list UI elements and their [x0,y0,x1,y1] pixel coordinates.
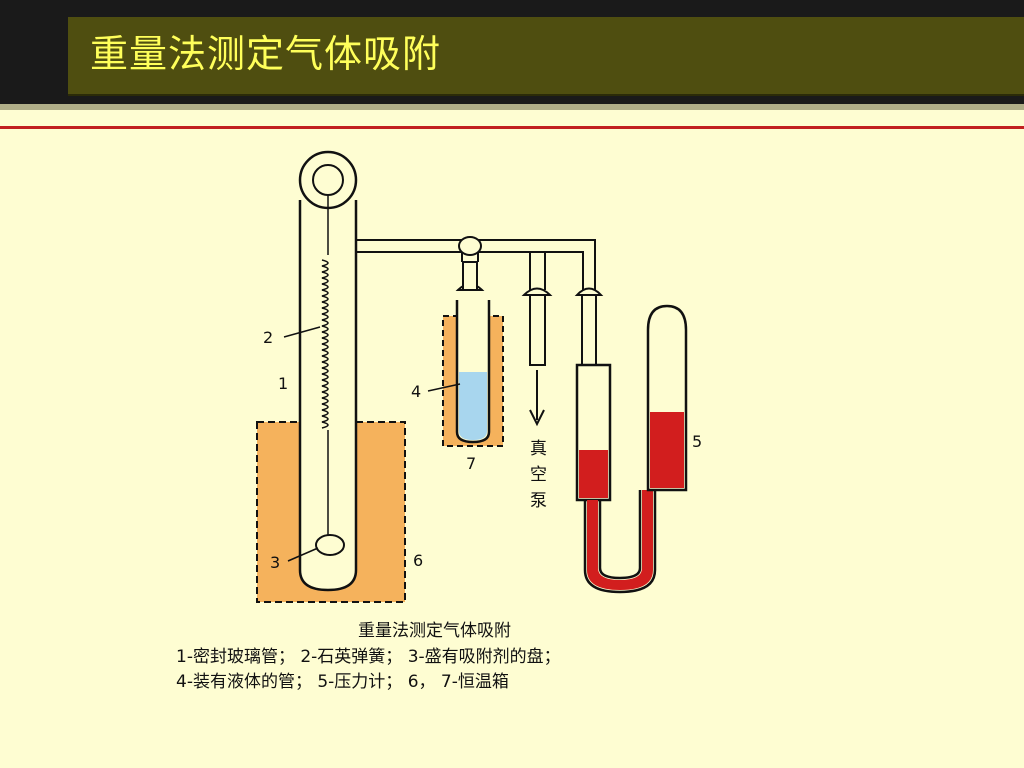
caption-line-2: 4-装有液体的管； 5-压力计； 6， 7-恒温箱 [176,672,509,692]
leader-3 [287,547,319,562]
caption-title: 重量法测定气体吸附 [358,621,511,641]
stopcock-manometer [574,287,604,366]
manometer-left-mercury [579,450,608,498]
leader-2 [283,326,321,338]
label-3: 3 [270,553,280,572]
leader-4 [427,383,461,392]
manifold-branch-liquid [461,252,479,262]
diagram-area: 1 2 3 4 5 6 7 真 空 泵 重量法测定气体吸附 1-密封玻璃管； 2… [0,130,1024,768]
label-4: 4 [411,382,421,401]
adsorbent-pan [315,534,345,556]
caption-line-1: 1-密封玻璃管； 2-石英弹簧； 3-盛有吸附剂的盘； [176,647,561,667]
page-title: 重量法测定气体吸附 [90,32,442,76]
manometer-u-bend [583,490,657,594]
label-1: 1 [278,374,288,393]
label-5: 5 [692,432,702,451]
tube-top-loop-inner [312,164,344,196]
label-7: 7 [466,454,476,473]
pump-label-char-3: 泵 [530,491,547,511]
stopcock-liquid [455,236,485,291]
red-divider [0,126,1024,129]
manifold-pipe [356,239,596,290]
manometer-u-mercury [587,490,653,590]
pump-label-char-2: 空 [530,465,547,485]
apparatus-diagram: 1 2 3 4 5 6 7 真 空 泵 [256,150,702,603]
pump-arrow-head [529,409,545,427]
title-bar: 重量法测定气体吸附 [68,17,1024,96]
manometer-right-mercury [650,412,684,488]
manifold-branch-pump [529,252,546,290]
liquid-fill [459,372,487,440]
label-6: 6 [413,551,423,570]
pump-label-char-1: 真 [530,439,547,459]
stopcock-pump [521,287,553,366]
header-shadow [0,104,1024,110]
quartz-spring [321,259,329,429]
label-2: 2 [263,328,273,347]
